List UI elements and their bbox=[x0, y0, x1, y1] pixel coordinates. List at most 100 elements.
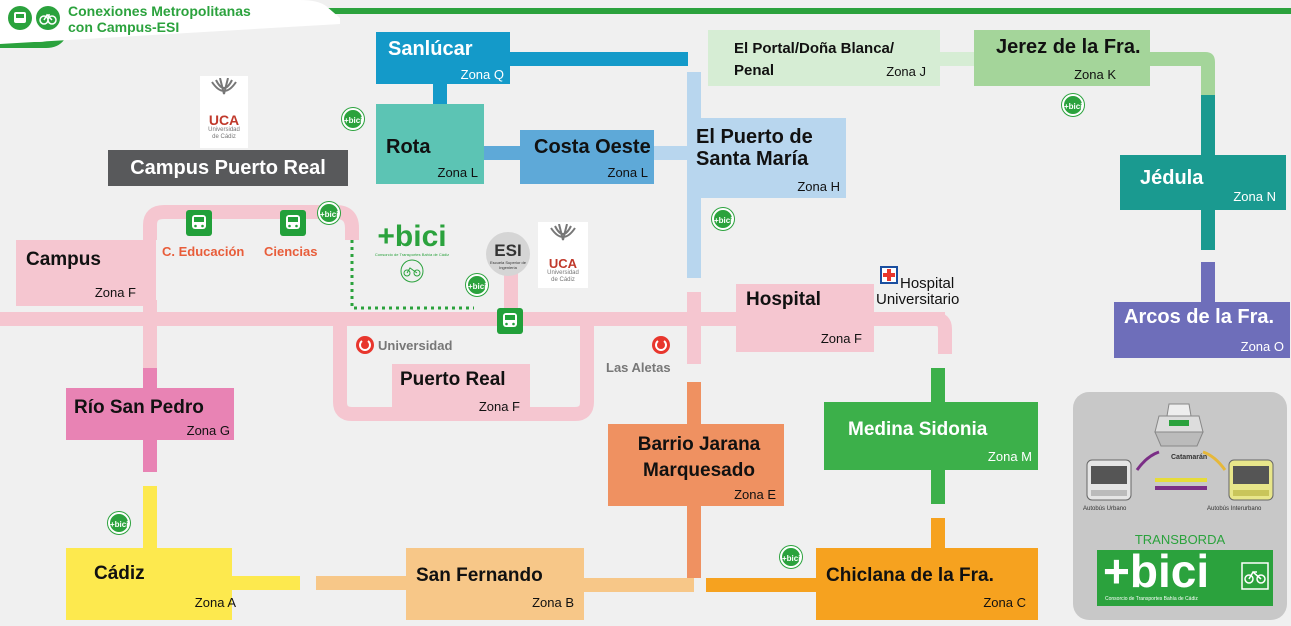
legend-bus-interurbano-label: Autobús Interurbano bbox=[1207, 506, 1262, 512]
zone-code: Zona A bbox=[194, 595, 236, 610]
zone-cadiz[interactable]: Cádiz Zona A bbox=[66, 548, 236, 620]
bici-icon[interactable]: +bici bbox=[108, 512, 130, 534]
catamaran-icon bbox=[1154, 403, 1204, 447]
zone-barrio-jarana[interactable]: Barrio Jarana Marquesado Zona E bbox=[608, 424, 784, 506]
zone-puerto-real[interactable]: Puerto Real Zona F bbox=[392, 364, 530, 418]
bus-stop-icon[interactable] bbox=[186, 210, 212, 236]
uca-emblem-icon bbox=[211, 77, 237, 95]
bici-logo: +bici Consorcio de Transportes Bahía de … bbox=[372, 222, 452, 292]
zone-code: Zona G bbox=[186, 423, 230, 438]
bici-logo-text: +bici bbox=[377, 220, 447, 253]
bicycle-icon bbox=[36, 6, 60, 30]
zone-code: Zona Q bbox=[460, 67, 504, 82]
transfer-arrows-icon bbox=[1135, 450, 1227, 490]
zone-code: Zona L bbox=[437, 165, 478, 180]
zone-name-line1: El Puerto de bbox=[696, 126, 813, 148]
zone-code: Zona J bbox=[886, 64, 926, 79]
bici-icon[interactable]: +bici bbox=[780, 546, 802, 568]
stop-educacion-label: C. Educación bbox=[162, 244, 245, 259]
zone-code: Zona F bbox=[94, 285, 136, 300]
zone-name: Cádiz bbox=[94, 563, 145, 584]
train-stop-icon bbox=[356, 336, 374, 354]
interurban-bus-icon bbox=[1228, 459, 1274, 501]
legend-consorcio-text: Consorcio de Transportes Bahía de Cádiz bbox=[1105, 596, 1198, 602]
zone-code: Zona O bbox=[1240, 339, 1284, 354]
bici-icon[interactable]: +bici bbox=[466, 274, 488, 296]
zone-jerez[interactable]: Jerez de la Fra. Zona K bbox=[974, 30, 1150, 86]
uca-sub1: Universidad bbox=[208, 127, 240, 133]
urban-bus-icon bbox=[1086, 459, 1132, 501]
zone-name: Río San Pedro bbox=[74, 397, 204, 418]
zone-code: Zona M bbox=[987, 449, 1032, 464]
zone-portal[interactable]: El Portal/Doña Blanca/ Penal Zona J bbox=[708, 30, 940, 86]
header-title-line1: Conexiones Metropolitanas bbox=[68, 3, 251, 19]
zone-rio-san-pedro[interactable]: Río San Pedro Zona G bbox=[66, 388, 234, 440]
uca-emblem-icon bbox=[550, 223, 576, 241]
train-stop-icon bbox=[652, 336, 670, 354]
hospital-universitario-label: Hospital Universitario bbox=[876, 276, 959, 308]
zone-code: Zona F bbox=[820, 331, 862, 346]
bicycle-icon bbox=[400, 259, 424, 283]
uca-sub1: Universidad bbox=[547, 270, 579, 276]
legend-bus-urbano-label: Autobús Urbano bbox=[1083, 506, 1127, 512]
zone-arcos[interactable]: Arcos de la Fra. Zona O bbox=[1114, 302, 1290, 358]
zone-name: Medina Sidonia bbox=[848, 419, 988, 440]
zone-code: Zona F bbox=[478, 399, 520, 414]
zone-rota[interactable]: Rota Zona L bbox=[376, 104, 484, 184]
bici-icon[interactable]: +bici bbox=[318, 202, 340, 224]
zone-medina-sidonia[interactable]: Medina Sidonia Zona M bbox=[824, 402, 1038, 470]
legend-bici-logo: +bici Consorcio de Transportes Bahía de … bbox=[1097, 546, 1273, 606]
stop-ciencias-label: Ciencias bbox=[264, 244, 318, 259]
uca-letters: UCA bbox=[548, 256, 578, 271]
zone-name: El Puerto de Santa María bbox=[696, 126, 813, 170]
uca-logo: UCA Universidad de Cádiz bbox=[538, 222, 588, 288]
zone-name-line1: El Portal/Doña Blanca/ bbox=[734, 40, 895, 57]
uca-logo: UCA Universidad de Cádiz bbox=[200, 76, 248, 148]
zone-code: Zona N bbox=[1233, 189, 1276, 204]
bus-icon bbox=[8, 6, 32, 30]
zone-chiclana[interactable]: Chiclana de la Fra. Zona C bbox=[816, 548, 1038, 620]
zone-name: Rota bbox=[386, 136, 431, 158]
bus-stop-icon[interactable] bbox=[497, 308, 523, 334]
legend-catamaran-label: Catamarán bbox=[1171, 454, 1208, 461]
stop-las-aletas-label: Las Aletas bbox=[606, 360, 671, 375]
zone-name: Jerez de la Fra. bbox=[996, 36, 1141, 58]
zone-san-fernando[interactable]: San Fernando Zona B bbox=[406, 548, 584, 620]
legend-transborda: TRANSBORDA bbox=[1134, 532, 1226, 547]
legend-bici-text: +bici bbox=[1103, 545, 1210, 597]
bici-icon[interactable]: +bici bbox=[712, 208, 734, 230]
header-title-line2: con Campus-ESI bbox=[68, 19, 180, 35]
zone-name: Campus bbox=[26, 249, 101, 270]
campus-puerto-real-label: Campus Puerto Real bbox=[108, 150, 348, 186]
bici-icon[interactable]: +bici bbox=[342, 108, 364, 130]
zone-code: Zona B bbox=[532, 595, 574, 610]
zone-name: Jédula bbox=[1140, 167, 1204, 189]
bicycle-icon bbox=[1241, 562, 1269, 590]
zone-code: Zona K bbox=[1074, 67, 1116, 82]
zone-hospital[interactable]: Hospital Zona F bbox=[736, 284, 874, 352]
bus-stop-icon[interactable] bbox=[280, 210, 306, 236]
zone-name: Barrio Jarana Marquesado bbox=[624, 432, 774, 484]
zone-name: Puerto Real bbox=[400, 369, 506, 390]
hospital-cross-icon bbox=[880, 266, 898, 284]
zone-puerto-santa-maria[interactable]: El Puerto de Santa María Zona H bbox=[688, 118, 846, 198]
zone-name: El Portal/Doña Blanca/ Penal bbox=[734, 38, 894, 82]
zone-code: Zona L bbox=[607, 165, 648, 180]
zone-campus[interactable]: Campus Zona F bbox=[16, 240, 156, 306]
zone-name: San Fernando bbox=[416, 565, 543, 586]
uca-sub2: de Cádiz bbox=[212, 134, 236, 140]
zone-sanlucar[interactable]: Sanlúcar Zona Q bbox=[376, 32, 510, 84]
zone-name-line2: Marquesado bbox=[643, 460, 755, 481]
zone-name: Costa Oeste bbox=[534, 136, 651, 158]
esi-letters: ESI bbox=[494, 241, 522, 260]
zone-costa-oeste[interactable]: Costa Oeste Zona L bbox=[520, 130, 654, 184]
zone-name-line1: Barrio Jarana bbox=[637, 434, 761, 455]
bici-icon[interactable]: +bici bbox=[1062, 94, 1084, 116]
uca-sub2: de Cádiz bbox=[551, 277, 575, 283]
zone-jedula[interactable]: Jédula Zona N bbox=[1120, 155, 1286, 210]
zone-name: Chiclana de la Fra. bbox=[826, 565, 994, 586]
uca-letters: UCA bbox=[208, 112, 240, 128]
esi-sub: Escuela Superior de Ingeniería bbox=[489, 260, 527, 270]
zone-code: Zona C bbox=[983, 595, 1026, 610]
